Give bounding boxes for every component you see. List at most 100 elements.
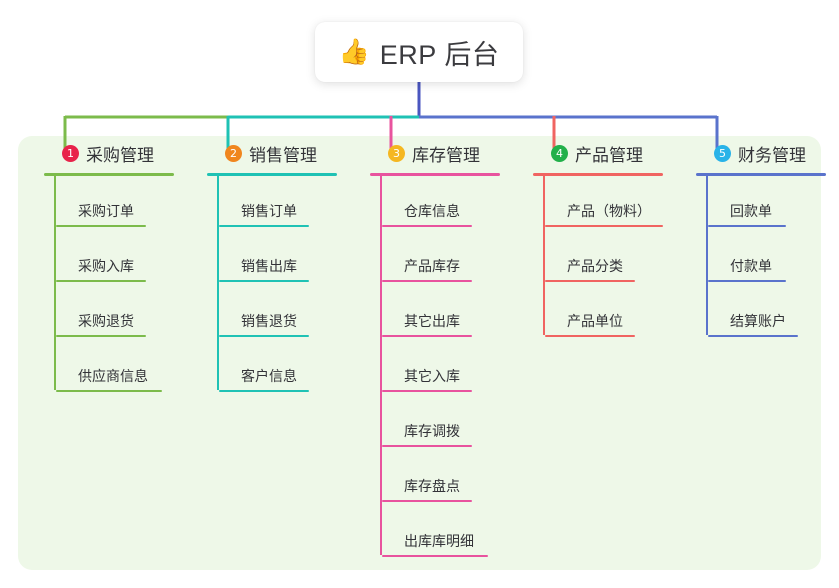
branch-item[interactable]: 产品分类: [543, 231, 689, 286]
branch-item-label: 产品分类: [567, 258, 623, 274]
branch-item[interactable]: 采购入库: [54, 231, 200, 286]
branch-item-label: 结算账户: [730, 313, 786, 329]
branch-item[interactable]: 销售出库: [217, 231, 363, 286]
thumbs-up-icon: 👍: [338, 37, 370, 66]
branch-title: 产品管理: [575, 145, 643, 165]
branch-item-underline: [708, 225, 786, 227]
branch-item-label: 产品（物料）: [567, 203, 651, 219]
branch-item-underline: [382, 280, 472, 282]
branch-item-label: 销售退货: [241, 313, 297, 329]
branch-item-underline: [382, 335, 472, 337]
branch-item-label: 回款单: [730, 203, 772, 219]
branch-item-underline: [545, 280, 635, 282]
branch-title: 财务管理: [738, 145, 806, 165]
branch-item-underline: [219, 225, 309, 227]
branch-number-badge: 1: [62, 144, 79, 162]
branch-item-label: 客户信息: [241, 368, 297, 384]
branch-item-underline: [219, 390, 309, 392]
branch-item[interactable]: 产品单位: [543, 286, 689, 341]
branch-item-label: 付款单: [730, 258, 772, 274]
branch-item-underline: [708, 280, 786, 282]
branch-item[interactable]: 结算账户: [706, 286, 839, 341]
branch-item-underline: [382, 555, 488, 557]
branch-header-1[interactable]: 1 采购管理: [40, 136, 200, 170]
branch-item[interactable]: 产品库存: [380, 231, 526, 286]
branch-item-label: 仓库信息: [404, 203, 460, 219]
branch-item-label: 供应商信息: [78, 368, 148, 384]
branch-column-2: 2 销售管理销售订单销售出库销售退货客户信息: [203, 136, 363, 396]
branch-number-badge: 3: [388, 144, 405, 162]
branch-spine: [217, 176, 219, 390]
branch-number-badge: 4: [551, 144, 568, 162]
branch-underline: [533, 173, 663, 176]
branch-item-label: 出库库明细: [404, 533, 474, 549]
branch-item-underline: [545, 225, 663, 227]
branch-item[interactable]: 仓库信息: [380, 176, 526, 231]
branch-item[interactable]: 库存盘点: [380, 451, 526, 506]
branch-item-underline: [545, 335, 635, 337]
branch-item-underline: [56, 280, 146, 282]
branch-columns: 1 采购管理采购订单采购入库采购退货供应商信息 2 销售管理销售订单销售出库销售退货客…: [18, 136, 826, 570]
branch-underline: [207, 173, 337, 176]
branch-item[interactable]: 销售退货: [217, 286, 363, 341]
branch-spine: [380, 176, 382, 555]
branch-header-2[interactable]: 2 销售管理: [203, 136, 363, 170]
branch-item[interactable]: 回款单: [706, 176, 839, 231]
branch-item[interactable]: 其它出库: [380, 286, 526, 341]
branch-item[interactable]: 采购退货: [54, 286, 200, 341]
branch-item[interactable]: 其它入库: [380, 341, 526, 396]
branch-number-badge: 5: [714, 144, 731, 162]
branch-item[interactable]: 供应商信息: [54, 341, 200, 396]
branch-item[interactable]: 付款单: [706, 231, 839, 286]
branch-item-underline: [382, 225, 472, 227]
root-node-card[interactable]: 👍 ERP 后台: [315, 22, 523, 82]
branch-item-label: 销售订单: [241, 203, 297, 219]
branch-item-label: 其它入库: [404, 368, 460, 384]
branch-title: 销售管理: [249, 145, 317, 165]
branch-item[interactable]: 出库库明细: [380, 506, 526, 561]
branch-items: 仓库信息产品库存其它出库其它入库库存调拨库存盘点出库库明细: [366, 176, 526, 561]
branches-panel: [18, 136, 821, 570]
branch-item-underline: [382, 500, 472, 502]
branch-spine: [706, 176, 708, 335]
branch-item[interactable]: 采购订单: [54, 176, 200, 231]
branch-underline: [44, 173, 174, 176]
branch-underline: [696, 173, 826, 176]
branch-item-label: 库存盘点: [404, 478, 460, 494]
branch-items: 销售订单销售出库销售退货客户信息: [203, 176, 363, 396]
branch-item-underline: [56, 225, 146, 227]
branch-item-underline: [382, 445, 472, 447]
branch-item-label: 采购订单: [78, 203, 134, 219]
branch-number-badge: 2: [225, 144, 242, 162]
branch-spine: [543, 176, 545, 335]
branch-item[interactable]: 客户信息: [217, 341, 363, 396]
branch-underline: [370, 173, 500, 176]
branch-title: 采购管理: [86, 145, 154, 165]
branch-item-underline: [382, 390, 472, 392]
branch-item-label: 销售出库: [241, 258, 297, 274]
branch-item-label: 采购入库: [78, 258, 134, 274]
branch-item-label: 产品库存: [404, 258, 460, 274]
branch-item[interactable]: 库存调拨: [380, 396, 526, 451]
branch-header-5[interactable]: 5 财务管理: [692, 136, 839, 170]
branch-item-underline: [56, 390, 162, 392]
branch-item-underline: [219, 280, 309, 282]
branch-item[interactable]: 销售订单: [217, 176, 363, 231]
branch-item[interactable]: 产品（物料）: [543, 176, 689, 231]
branch-item-label: 其它出库: [404, 313, 460, 329]
branch-items: 回款单付款单结算账户: [692, 176, 839, 341]
branch-item-label: 采购退货: [78, 313, 134, 329]
branch-spine: [54, 176, 56, 390]
branch-item-label: 产品单位: [567, 313, 623, 329]
branch-item-label: 库存调拨: [404, 423, 460, 439]
root-node-title: ERP 后台: [379, 39, 500, 70]
branch-items: 产品（物料） 产品分类产品单位: [529, 176, 689, 341]
branch-column-1: 1 采购管理采购订单采购入库采购退货供应商信息: [40, 136, 200, 396]
branch-header-4[interactable]: 4 产品管理: [529, 136, 689, 170]
branch-column-5: 5 财务管理回款单付款单结算账户: [692, 136, 839, 341]
branch-item-underline: [56, 335, 146, 337]
branch-item-underline: [708, 335, 798, 337]
